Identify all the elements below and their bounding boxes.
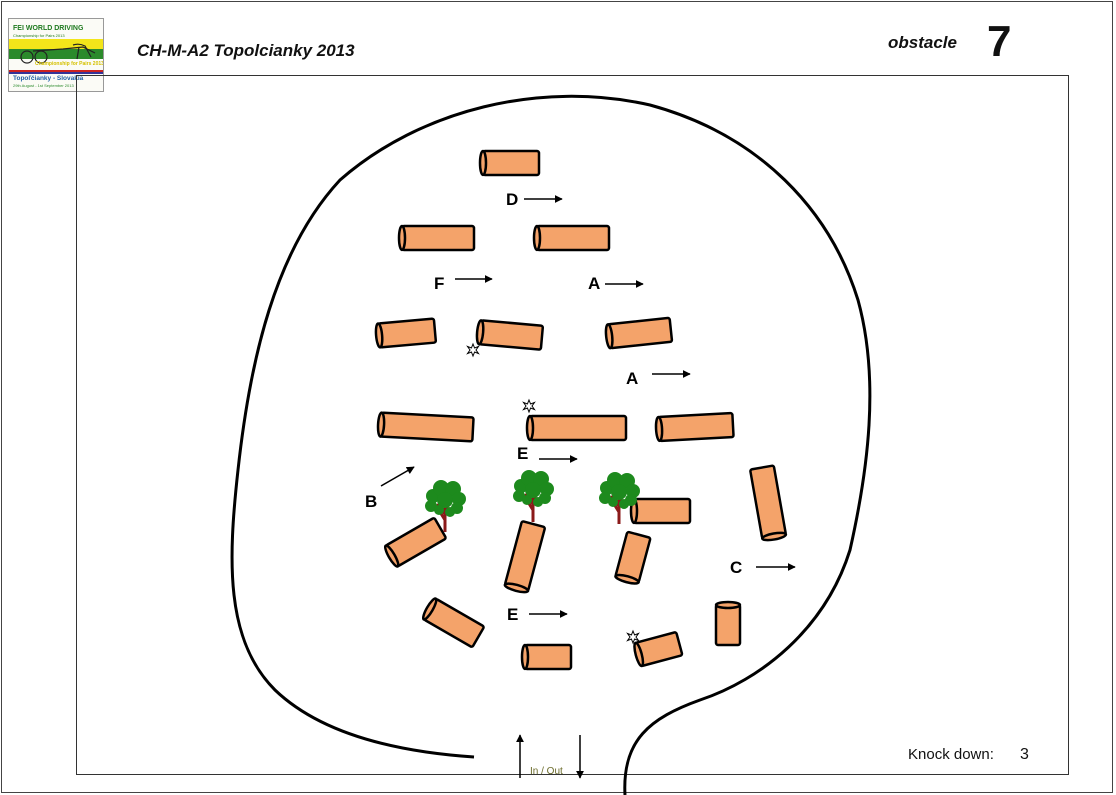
- log: [383, 517, 447, 568]
- log: [614, 530, 652, 585]
- star-marker-icon: [627, 630, 639, 644]
- star-marker-icon: [523, 399, 535, 413]
- gate-label: C: [730, 558, 742, 577]
- logo-band-red: [9, 70, 103, 72]
- logo-text-line3: Championship for Pairs 2013: [35, 61, 104, 67]
- gate-label: E: [507, 605, 518, 624]
- obstacle-number: 7: [987, 17, 1012, 66]
- log: [475, 319, 545, 351]
- knockdown-label: Knock down:: [908, 746, 994, 763]
- arrow-icon: [380, 466, 415, 487]
- log: [629, 497, 692, 525]
- page-title: CH-M-A2 Topolcianky 2013: [137, 41, 355, 60]
- log: [421, 597, 485, 648]
- log: [503, 520, 546, 594]
- log: [376, 411, 475, 443]
- knockdown-value: 3: [1020, 746, 1029, 763]
- gate-label: E: [517, 444, 528, 463]
- logo-text-line4: Topoľčianky - Slovakia: [13, 75, 84, 82]
- log: [654, 411, 735, 443]
- event-logo: FEI WORLD DRIVING Championship for Pairs…: [8, 18, 104, 92]
- tree-icon: [511, 468, 556, 524]
- log: [532, 224, 611, 252]
- log: [374, 317, 438, 349]
- logo-band-green: [9, 49, 103, 59]
- log: [397, 224, 476, 252]
- entrance-label: In / Out: [530, 766, 563, 777]
- gate-label: D: [506, 190, 518, 209]
- obstacle-label: obstacle: [888, 33, 957, 52]
- star-marker-icon: [467, 343, 479, 357]
- carriage-icon: [20, 43, 96, 64]
- gate-label: A: [626, 369, 638, 388]
- logo-band-yellow: [9, 39, 103, 49]
- log: [520, 643, 573, 671]
- logo-text-line5: 29th August - 1st September 2013: [13, 83, 74, 88]
- gate-label: B: [365, 492, 377, 511]
- log: [749, 464, 788, 542]
- log: [604, 316, 674, 350]
- logo-text-line2: Championship for Pairs 2013: [13, 33, 65, 38]
- log: [714, 600, 742, 647]
- gate-label: A: [588, 274, 600, 293]
- log-obstacles: [374, 149, 788, 671]
- log: [525, 414, 628, 442]
- log: [633, 631, 684, 668]
- log: [478, 149, 541, 177]
- arena-border: [76, 75, 1069, 775]
- course-boundary: [230, 94, 872, 795]
- logo-text-line1: FEI WORLD DRIVING: [13, 25, 84, 32]
- logo-band-blue: [9, 72, 103, 74]
- gate-label: F: [434, 274, 444, 293]
